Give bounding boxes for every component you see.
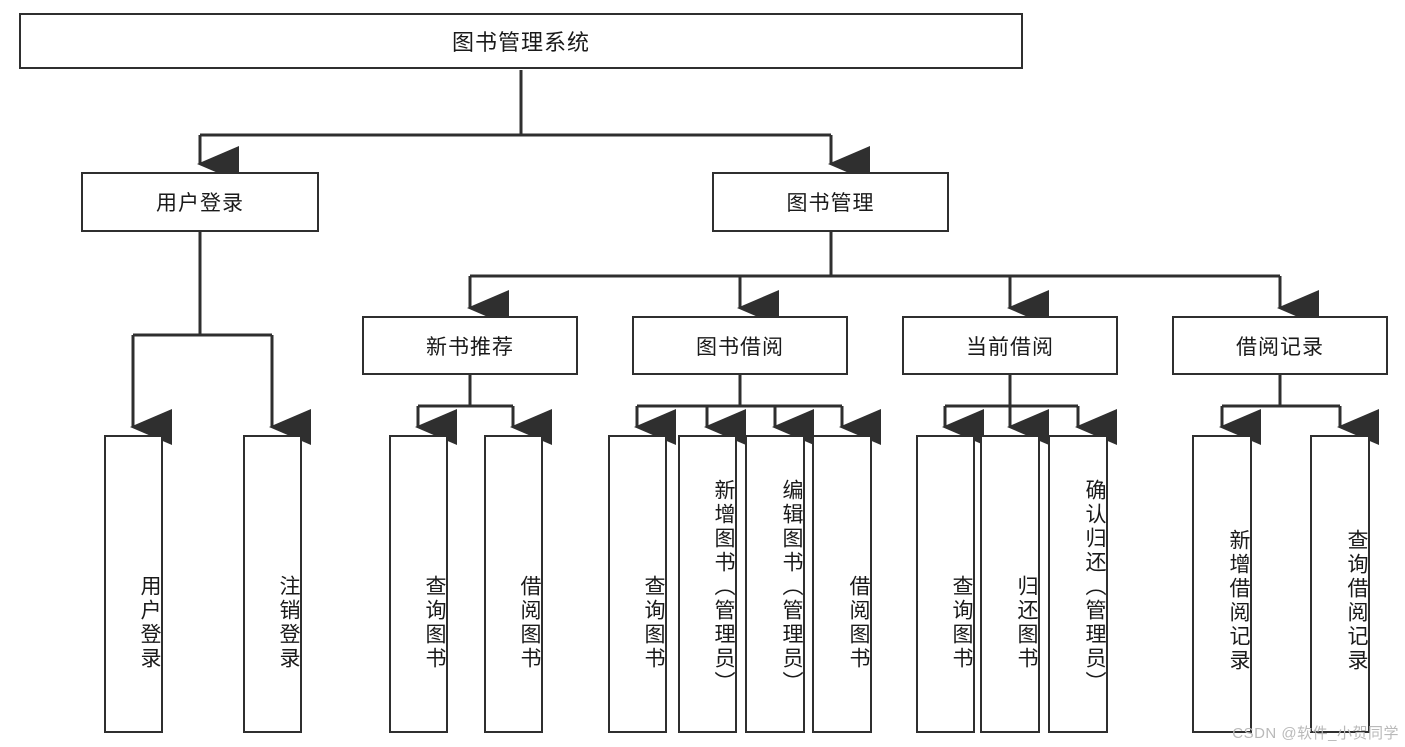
leaf-query-borrow-record[interactable]: 查询借阅记录: [1310, 435, 1370, 733]
node-book-management[interactable]: 图书管理: [712, 172, 949, 232]
node-user-login[interactable]: 用户登录: [81, 172, 319, 232]
leaf-query-books-borrow[interactable]: 查询图书: [608, 435, 667, 733]
node-borrow-records[interactable]: 借阅记录: [1172, 316, 1388, 375]
node-root-library-system[interactable]: 图书管理系统: [19, 13, 1023, 69]
leaf-user-login[interactable]: 用户登录: [104, 435, 163, 733]
leaf-query-books-current[interactable]: 查询图书: [916, 435, 975, 733]
node-current-borrow[interactable]: 当前借阅: [902, 316, 1118, 375]
leaf-confirm-return-admin[interactable]: 确认归还（管理员）: [1048, 435, 1108, 733]
leaf-borrow-book[interactable]: 借阅图书: [812, 435, 872, 733]
node-book-borrow[interactable]: 图书借阅: [632, 316, 848, 375]
leaf-return-book[interactable]: 归还图书: [980, 435, 1040, 733]
node-new-book-recommend[interactable]: 新书推荐: [362, 316, 578, 375]
csdn-watermark: CSDN @软件_小贺同学: [1232, 725, 1399, 742]
leaf-borrow-books-new[interactable]: 借阅图书: [484, 435, 543, 733]
leaf-edit-book-admin[interactable]: 编辑图书（管理员）: [745, 435, 805, 733]
leaf-add-book-admin[interactable]: 新增图书（管理员）: [678, 435, 737, 733]
leaf-query-books-new[interactable]: 查询图书: [389, 435, 448, 733]
leaf-add-borrow-record[interactable]: 新增借阅记录: [1192, 435, 1252, 733]
leaf-logout[interactable]: 注销登录: [243, 435, 302, 733]
